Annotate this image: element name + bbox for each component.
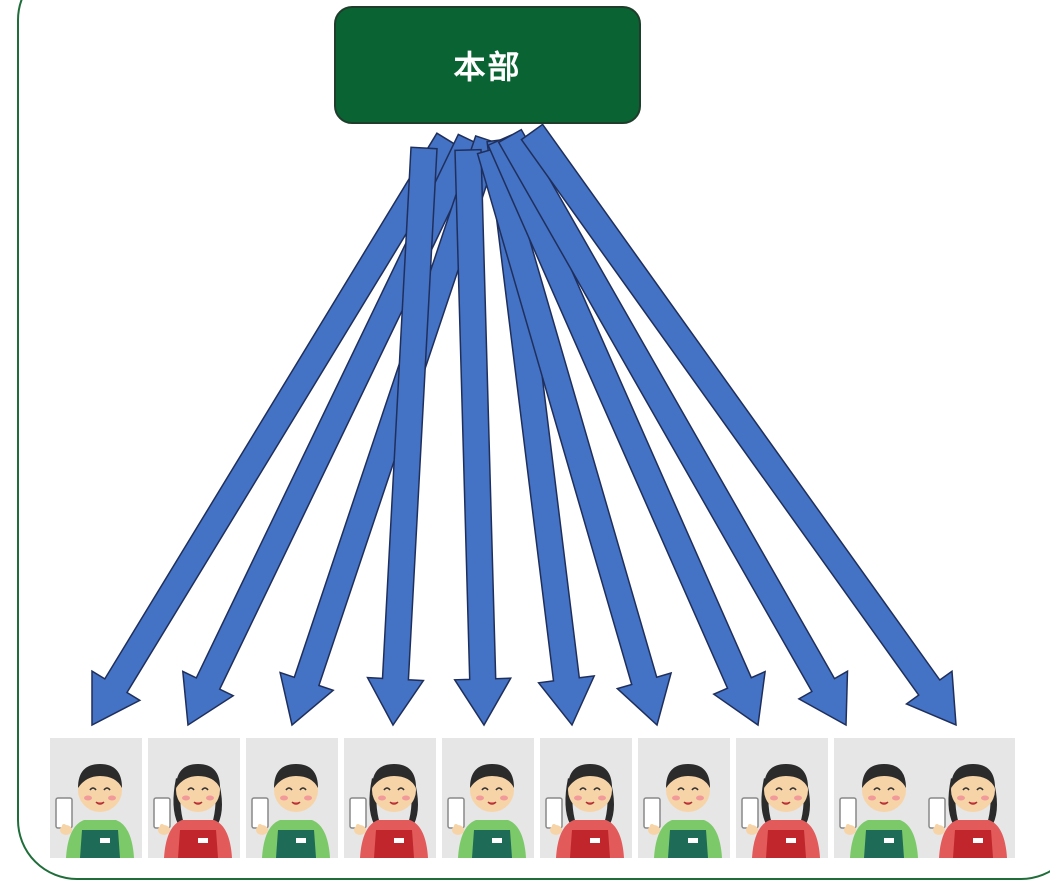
staff-member-6	[540, 738, 632, 858]
arrow-to-staff-1	[91, 132, 461, 727]
headquarters-box: 本部	[334, 6, 641, 124]
arrow-layer	[91, 123, 957, 727]
staff-member-5	[442, 738, 534, 858]
staff-illustration-icon	[447, 764, 526, 858]
staff-illustration-icon	[153, 764, 232, 858]
staff-member-3	[246, 738, 338, 858]
staff-illustration-icon	[839, 764, 918, 858]
staff-illustration-icon	[741, 764, 820, 858]
staff-member-7	[638, 738, 730, 858]
staff-member-8	[736, 738, 828, 858]
headquarters-label: 本部	[453, 48, 522, 86]
staff-member-2	[148, 738, 240, 858]
arrow-to-staff-10	[520, 123, 957, 727]
staff-member-4	[344, 738, 436, 858]
arrow-to-staff-9	[497, 128, 849, 727]
staff-illustration-icon	[643, 764, 722, 858]
staff-illustration-icon	[55, 764, 134, 858]
staff-member-9	[834, 738, 926, 858]
staff-row	[50, 738, 1017, 858]
staff-member-10	[923, 738, 1015, 858]
arrow-to-staff-4	[366, 146, 438, 727]
arrow-to-staff-5	[453, 148, 513, 727]
staff-member-1	[50, 738, 142, 858]
staff-illustration-icon	[545, 764, 624, 858]
staff-illustration-icon	[251, 764, 330, 858]
staff-illustration-icon	[928, 764, 1007, 858]
staff-illustration-icon	[349, 764, 428, 858]
